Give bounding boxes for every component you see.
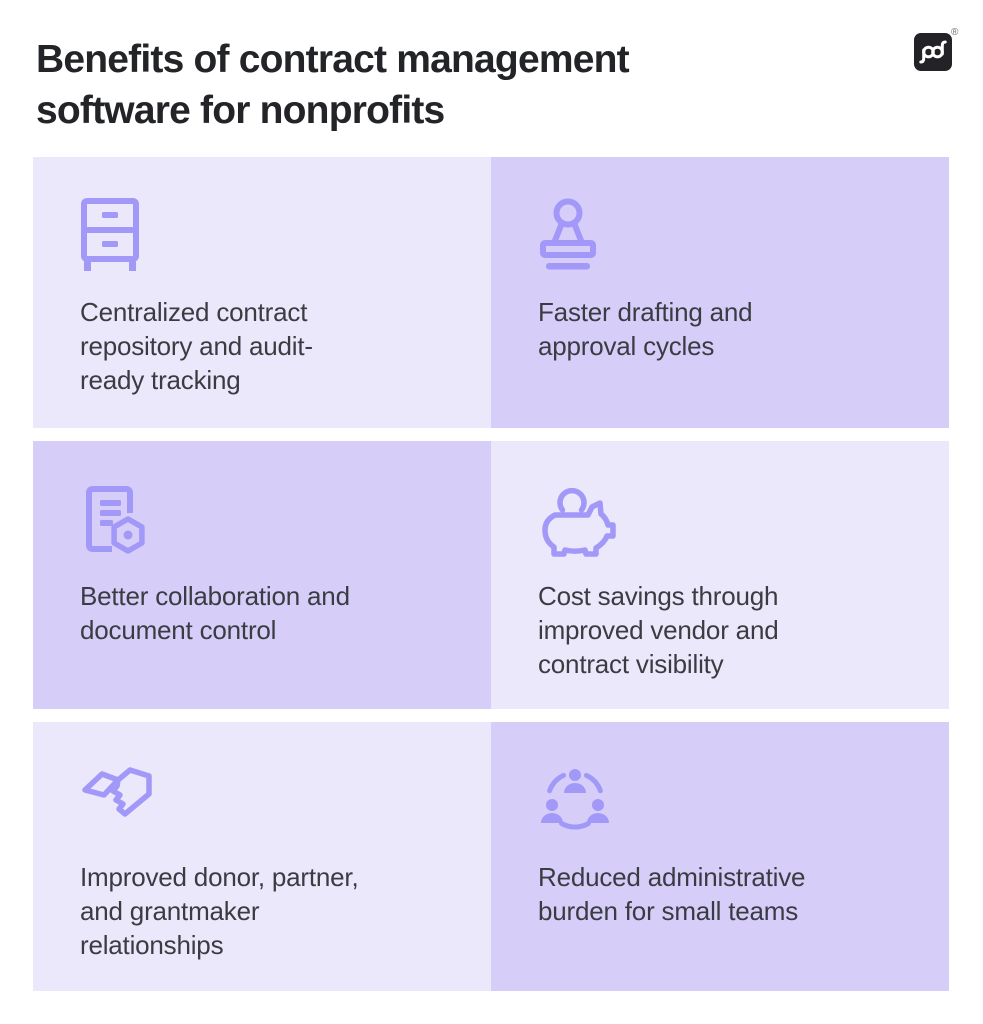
registered-trademark: ® [951,27,959,38]
benefit-card-reduced-burden: Reduced administrative burden for small … [491,722,949,991]
benefit-text: Faster drafting and approval cycles [538,297,753,361]
benefit-card-document-control: Better collaboration and document contro… [33,441,491,709]
piggy-bank-icon [538,481,921,561]
benefit-card-cost-savings: Cost savings through improved vendor and… [491,441,949,709]
benefit-text: Better collaboration and document contro… [80,581,350,645]
approval-stamp-icon [538,197,921,277]
benefit-card-faster-drafting: Faster drafting and approval cycles [491,157,949,428]
benefits-grid: Centralized contract repository and audi… [33,157,949,991]
handshake-icon [80,762,463,842]
page-title: Benefits of contract management software… [36,38,630,132]
benefit-card-relationships: Improved donor, partner, and grantmaker … [33,722,491,991]
team-icon [538,762,921,842]
benefit-text: Improved donor, partner, and grantmaker … [80,862,359,960]
benefit-text: Centralized contract repository and audi… [80,297,313,395]
benefit-text: Cost savings through improved vendor and… [538,581,779,679]
file-cabinet-icon [80,197,463,277]
benefit-card-centralized-repository: Centralized contract repository and audi… [33,157,491,428]
pd-monogram-icon [919,40,947,64]
benefit-text: Reduced administrative burden for small … [538,862,806,926]
pandadoc-logo [914,33,952,71]
document-control-icon [80,481,463,561]
